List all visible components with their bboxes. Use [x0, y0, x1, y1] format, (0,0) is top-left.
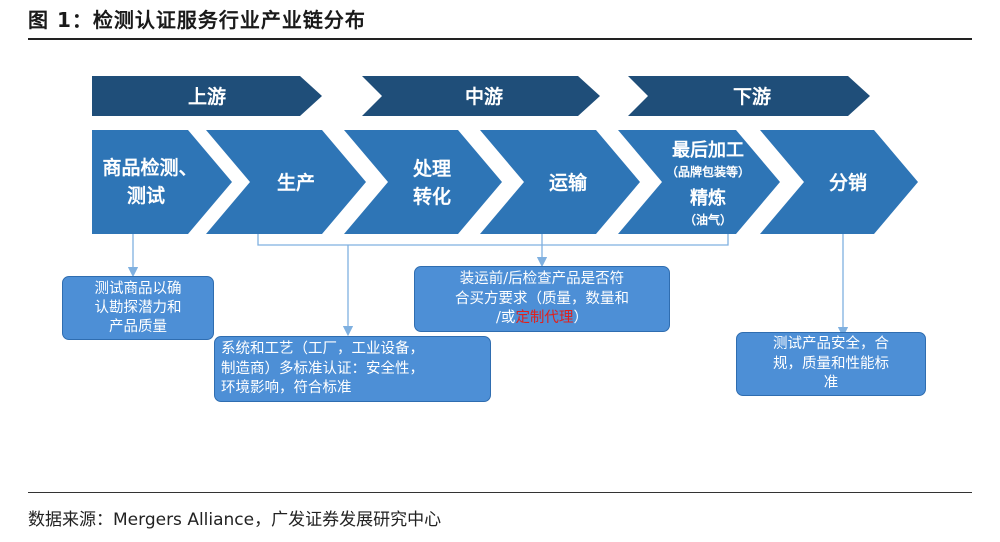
note-transport-line3: /或定制代理）	[421, 309, 663, 329]
stage-upstream-label: 上游	[188, 85, 226, 108]
chain-step-transport-label: 运输	[549, 171, 588, 194]
stage-midstream: 中游	[362, 76, 600, 116]
note-transport-line1: 装运前/后检查产品是否符	[459, 271, 625, 287]
note-transport-highlight: 定制代理	[515, 310, 574, 326]
chain-step-production: 生产	[206, 130, 366, 234]
stage-downstream-label: 下游	[733, 85, 771, 108]
chain-step-testing-line1: 商品检测、	[102, 156, 197, 179]
chain-step-processing: 处理 转化	[344, 130, 502, 234]
chain-step-testing: 商品检测、 测试	[92, 130, 232, 234]
chain-step-refining-line1: 最后加工	[672, 140, 744, 161]
value-chain-diagram: 上游 中游 下游 商品检测、 测试 生产 处理 转化 运输 最后加工 （品牌包装…	[92, 76, 918, 338]
chain-step-refining-line3: 精炼	[690, 187, 726, 209]
note-distribution-line1: 测试产品安全，合	[773, 336, 889, 352]
note-production-line3: 环境影响，符合标准	[221, 380, 352, 396]
chain-step-processing-line1: 处理	[412, 157, 451, 180]
stage-upstream: 上游	[92, 76, 322, 116]
note-testing-line1: 测试商品以确	[94, 281, 182, 297]
chain-step-refining-line2: （品牌包装等）	[666, 164, 750, 179]
note-production-line1: 系统和工艺（工厂，工业设备，	[221, 341, 424, 357]
note-transport: 装运前/后检查产品是否符 合买方要求（质量，数量和 /或定制代理）	[414, 266, 670, 332]
note-testing-line3: 产品质量	[109, 319, 167, 335]
chain-step-production-label: 生产	[277, 171, 315, 194]
chain-step-transport: 运输	[480, 130, 640, 234]
chain-step-distribution: 分销	[760, 130, 918, 234]
connectors	[127, 234, 849, 338]
note-transport-line2: 合买方要求（质量，数量和	[455, 290, 629, 307]
note-distribution-line2: 规，质量和性能标	[773, 355, 889, 372]
note-production-line2: 制造商）多标准认证：安全性，	[221, 360, 424, 377]
chain-step-processing-line2: 转化	[413, 185, 451, 208]
note-distribution-line3: 准	[823, 375, 839, 391]
chain-step-testing-line2: 测试	[127, 185, 165, 207]
note-transport-prefix: /或	[496, 310, 516, 326]
note-transport-suffix: ）	[573, 310, 588, 326]
source-note: 数据来源：Mergers Alliance，广发证券发展研究中心	[28, 510, 442, 530]
connector-bracket	[257, 234, 729, 246]
chain-step-refining: 最后加工 （品牌包装等） 精炼 （油气）	[618, 130, 780, 234]
chain-step-refining-line4: （油气）	[684, 212, 732, 227]
note-production: 系统和工艺（工厂，工业设备， 制造商）多标准认证：安全性， 环境影响，符合标准	[214, 336, 491, 402]
title-divider	[28, 38, 972, 40]
figure-title: 图 1：检测认证服务行业产业链分布	[28, 8, 366, 32]
source-divider	[28, 492, 972, 493]
stage-midstream-label: 中游	[465, 85, 503, 108]
stage-downstream: 下游	[628, 76, 870, 116]
note-testing-line2: 认勘探潜力和	[94, 300, 182, 316]
chain-step-distribution-label: 分销	[829, 171, 867, 194]
note-testing: 测试商品以确 认勘探潜力和 产品质量	[62, 276, 214, 340]
note-distribution: 测试产品安全，合 规，质量和性能标 准	[736, 332, 926, 396]
